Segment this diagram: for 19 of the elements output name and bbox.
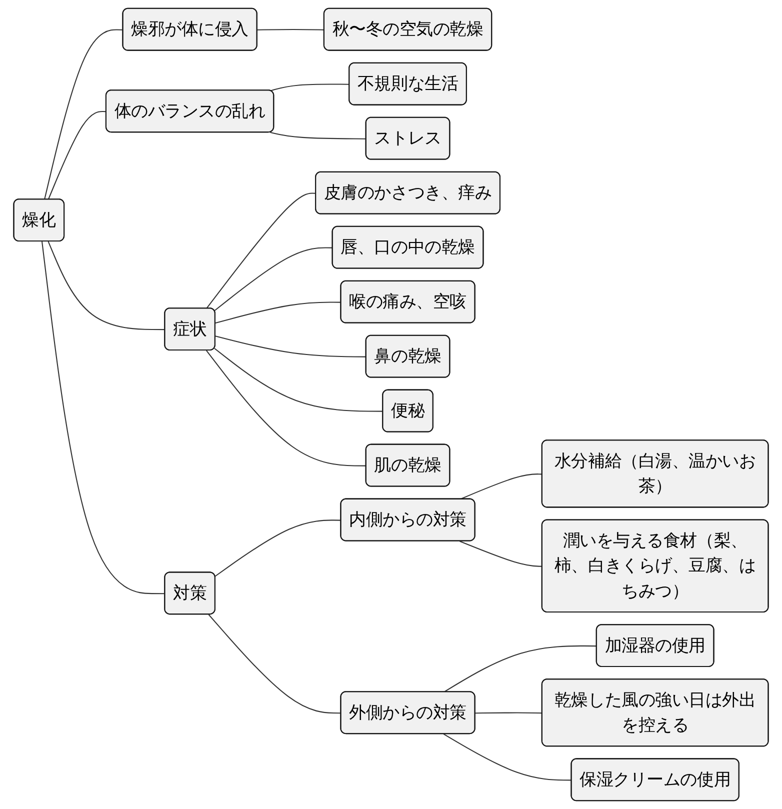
connector — [214, 247, 333, 312]
connector — [215, 302, 342, 324]
connector — [206, 192, 316, 309]
connector — [443, 645, 597, 693]
connector — [215, 336, 366, 358]
connector — [443, 734, 572, 781]
connector — [214, 520, 342, 577]
connector — [48, 110, 106, 200]
connector — [206, 350, 366, 466]
connector — [44, 29, 124, 200]
connector — [48, 241, 166, 330]
connector — [257, 29, 324, 30]
connector — [41, 241, 166, 594]
connector — [214, 348, 384, 412]
connector — [475, 712, 542, 714]
connector — [460, 540, 542, 567]
connector — [270, 84, 350, 92]
connector — [270, 132, 366, 140]
connector — [208, 614, 342, 714]
